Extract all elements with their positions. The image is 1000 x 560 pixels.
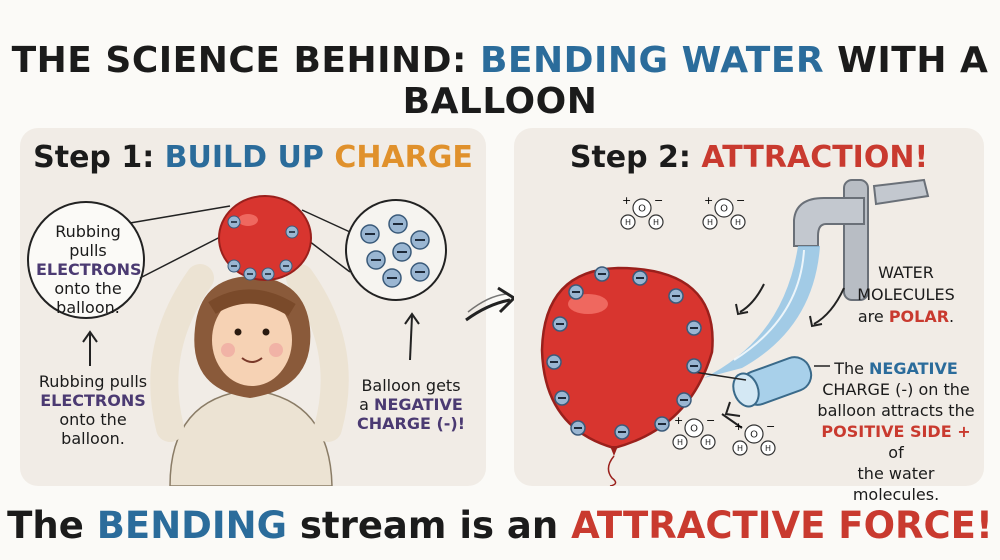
svg-text:+: +: [734, 420, 743, 433]
svg-text:H: H: [653, 218, 659, 227]
electron-icon: [227, 215, 241, 229]
electron-icon: [410, 230, 430, 250]
electron-icon: [570, 420, 586, 436]
attraction-note: The NEGATIVE CHARGE (-) on the balloon a…: [817, 359, 975, 504]
svg-text:H: H: [735, 218, 741, 227]
faucet-icon: [793, 178, 930, 301]
electron-icon: [614, 424, 630, 440]
svg-text:O: O: [750, 430, 758, 441]
electron-icon: [568, 284, 584, 300]
electron-icon: [686, 320, 702, 336]
water-molecule-icon: OH H + −: [732, 420, 776, 456]
electron-icon: [654, 416, 670, 432]
svg-text:−: −: [736, 194, 745, 207]
bubble-note: Rubbing pulls ELECTRONS onto the balloon…: [36, 222, 142, 317]
water-molecule-icon: OH H + −: [702, 194, 746, 230]
electron-icon: [227, 259, 241, 273]
page-title: THE SCIENCE BEHIND: BENDING WATER WITH A…: [0, 40, 1000, 122]
electron-icon: [686, 358, 702, 374]
electron-icon: [388, 214, 408, 234]
svg-text:−: −: [706, 414, 715, 427]
electron-icon: [366, 250, 386, 270]
title-part: WITH A BALLOON: [402, 40, 989, 122]
electron-icon: [392, 242, 412, 262]
water-molecule-icon: OH H + −: [620, 194, 664, 230]
arrow-icon: [82, 330, 98, 366]
electron-icon: [410, 262, 430, 282]
zoom-bubble-left: [27, 201, 145, 319]
step1-title: Step 1: BUILD UP CHARGE: [33, 140, 473, 175]
arrow-icon: [735, 283, 765, 316]
electron-icon: [546, 354, 562, 370]
svg-text:H: H: [737, 444, 743, 453]
step1-panel: Step 1: BUILD UP CHARGE: [20, 128, 486, 486]
electron-icon: [668, 288, 684, 304]
water-tube: [732, 356, 813, 408]
water-stream: [704, 246, 820, 378]
svg-text:H: H: [677, 438, 683, 447]
electron-icon: [676, 392, 692, 408]
electron-icon: [360, 224, 380, 244]
rubbing-note: Rubbing pulls ELECTRONS onto the balloon…: [38, 372, 148, 448]
arrow-icon: [809, 287, 845, 328]
bottom-caption: The BENDING stream is an ATTRACTIVE FORC…: [7, 504, 993, 547]
svg-text:H: H: [765, 444, 771, 453]
electron-icon: [552, 316, 568, 332]
step1-illustration: [27, 195, 447, 486]
svg-text:+: +: [704, 194, 713, 207]
svg-text:O: O: [638, 204, 646, 215]
electron-icon: [243, 267, 257, 281]
title-part: THE SCIENCE BEHIND:: [11, 40, 480, 81]
electron-icon: [279, 259, 293, 273]
svg-text:+: +: [622, 194, 631, 207]
balloon-icon: [218, 195, 312, 281]
electron-icon: [261, 267, 275, 281]
svg-text:O: O: [720, 204, 728, 215]
electron-icon: [594, 266, 610, 282]
child-illustration: [150, 264, 349, 486]
water-molecule-icon: OH H + −: [672, 414, 716, 450]
svg-text:O: O: [690, 424, 698, 435]
svg-text:H: H: [705, 438, 711, 447]
svg-text:+: +: [674, 414, 683, 427]
balloon-icon: [540, 266, 714, 486]
svg-text:−: −: [654, 194, 663, 207]
polar-note: WATER MOLECULES are POLAR.: [857, 263, 955, 326]
electron-icon: [285, 225, 299, 239]
title-highlight: BENDING WATER: [479, 40, 825, 81]
electron-icon: [382, 268, 402, 288]
negative-charge-note: Balloon gets a NEGATIVE CHARGE (-)!: [356, 376, 466, 433]
electron-icon: [554, 390, 570, 406]
svg-text:−: −: [766, 420, 775, 433]
electron-icon: [632, 270, 648, 286]
step2-title: Step 2: ATTRACTION!: [569, 140, 929, 175]
svg-text:H: H: [625, 218, 631, 227]
svg-text:H: H: [707, 218, 713, 227]
arrow-icon: [404, 312, 420, 361]
